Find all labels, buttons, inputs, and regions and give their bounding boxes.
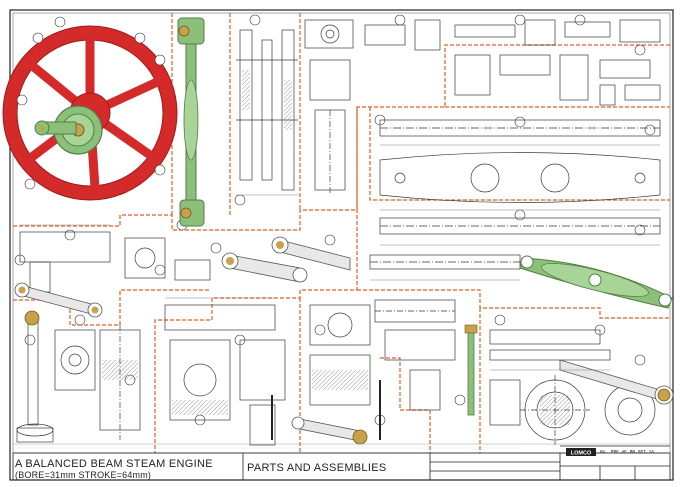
drawing-title: A BALANCED BEAM STEAM ENGINE [15,458,213,470]
flywheel-assembly [2,25,178,201]
drawing-subtitle: (BORE=31mm STROKE=64mm) [15,470,152,480]
piston-rod [464,324,478,416]
drawing-number: No. PRE.AE.BB.SET.1A [600,450,655,455]
section-hatching [102,70,570,425]
title-block [12,445,671,481]
dimension-lines [20,144,660,371]
part-linework [16,19,661,446]
beam-assembly [519,255,673,309]
crank-lever-assembly [14,236,351,326]
sheet-title: PARTS AND ASSEMBLIES [247,462,387,474]
company-logo-box [566,448,596,456]
connecting-rod [177,17,205,227]
company-logo: LOMCO [571,451,592,457]
notes-strip [13,443,670,449]
